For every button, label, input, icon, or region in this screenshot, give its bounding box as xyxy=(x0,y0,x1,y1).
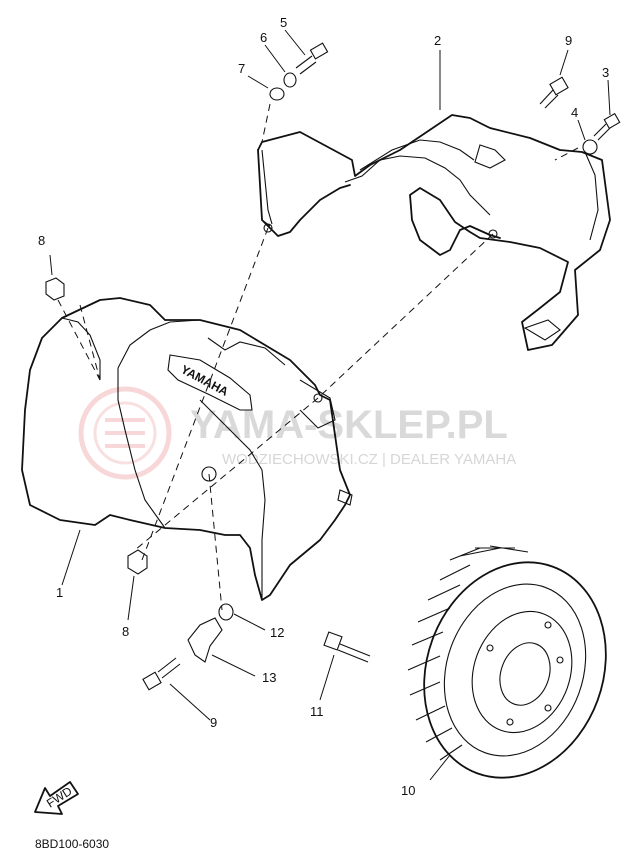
embossed-yamaha-text: YAMAHA xyxy=(179,362,231,399)
diagram-code: 8BD100-6030 xyxy=(35,837,109,851)
hardware xyxy=(45,42,621,691)
nut-8-upper xyxy=(45,277,65,301)
callout-6: 6 xyxy=(260,30,267,45)
washer-7 xyxy=(269,87,285,101)
callout-5: 5 xyxy=(280,15,287,30)
watermark-subtitle: WODZIECHOWSKI.CZ | DEALER YAMAHA xyxy=(222,451,516,468)
callout-11: 11 xyxy=(310,704,324,719)
callout-1: 1 xyxy=(56,585,63,600)
watermark: YAMA-SKLEP.PL WODZIECHOWSKI.CZ | DEALER … xyxy=(78,386,516,480)
callouts: 1 2 3 4 5 6 7 8 8 9 9 10 11 12 13 xyxy=(38,15,609,798)
fwd-label: FWD xyxy=(44,784,75,811)
bolt-11 xyxy=(323,631,371,663)
washer-4 xyxy=(582,139,598,155)
assembly-guides xyxy=(57,103,579,611)
part-flywheel-fan xyxy=(407,545,607,779)
callout-9-upper: 9 xyxy=(565,33,572,48)
bolt-9-upper xyxy=(539,76,569,109)
callout-12: 12 xyxy=(270,625,284,640)
callout-7: 7 xyxy=(238,61,245,76)
part-upper-cover xyxy=(257,114,611,351)
bolt-3 xyxy=(593,112,621,141)
callout-3: 3 xyxy=(602,65,609,80)
clip-13 xyxy=(187,617,223,663)
callout-4: 4 xyxy=(571,105,578,120)
callout-9-lower: 9 xyxy=(210,715,217,730)
callout-13: 13 xyxy=(262,670,276,685)
nut-8-lower xyxy=(127,549,148,575)
bolt-5 xyxy=(295,42,329,75)
callout-2: 2 xyxy=(434,33,441,48)
bolt-9-lower xyxy=(142,657,181,691)
watermark-brand: YAMA-SKLEP.PL xyxy=(190,403,508,447)
washer-6 xyxy=(283,72,297,88)
callout-10: 10 xyxy=(401,783,415,798)
collar-12 xyxy=(218,603,234,621)
fwd-arrow: FWD xyxy=(34,781,79,815)
callout-8-upper: 8 xyxy=(38,233,45,248)
leader-lines xyxy=(49,29,611,781)
tuning-fork-logo xyxy=(78,386,172,480)
callout-8-lower: 8 xyxy=(122,624,129,639)
